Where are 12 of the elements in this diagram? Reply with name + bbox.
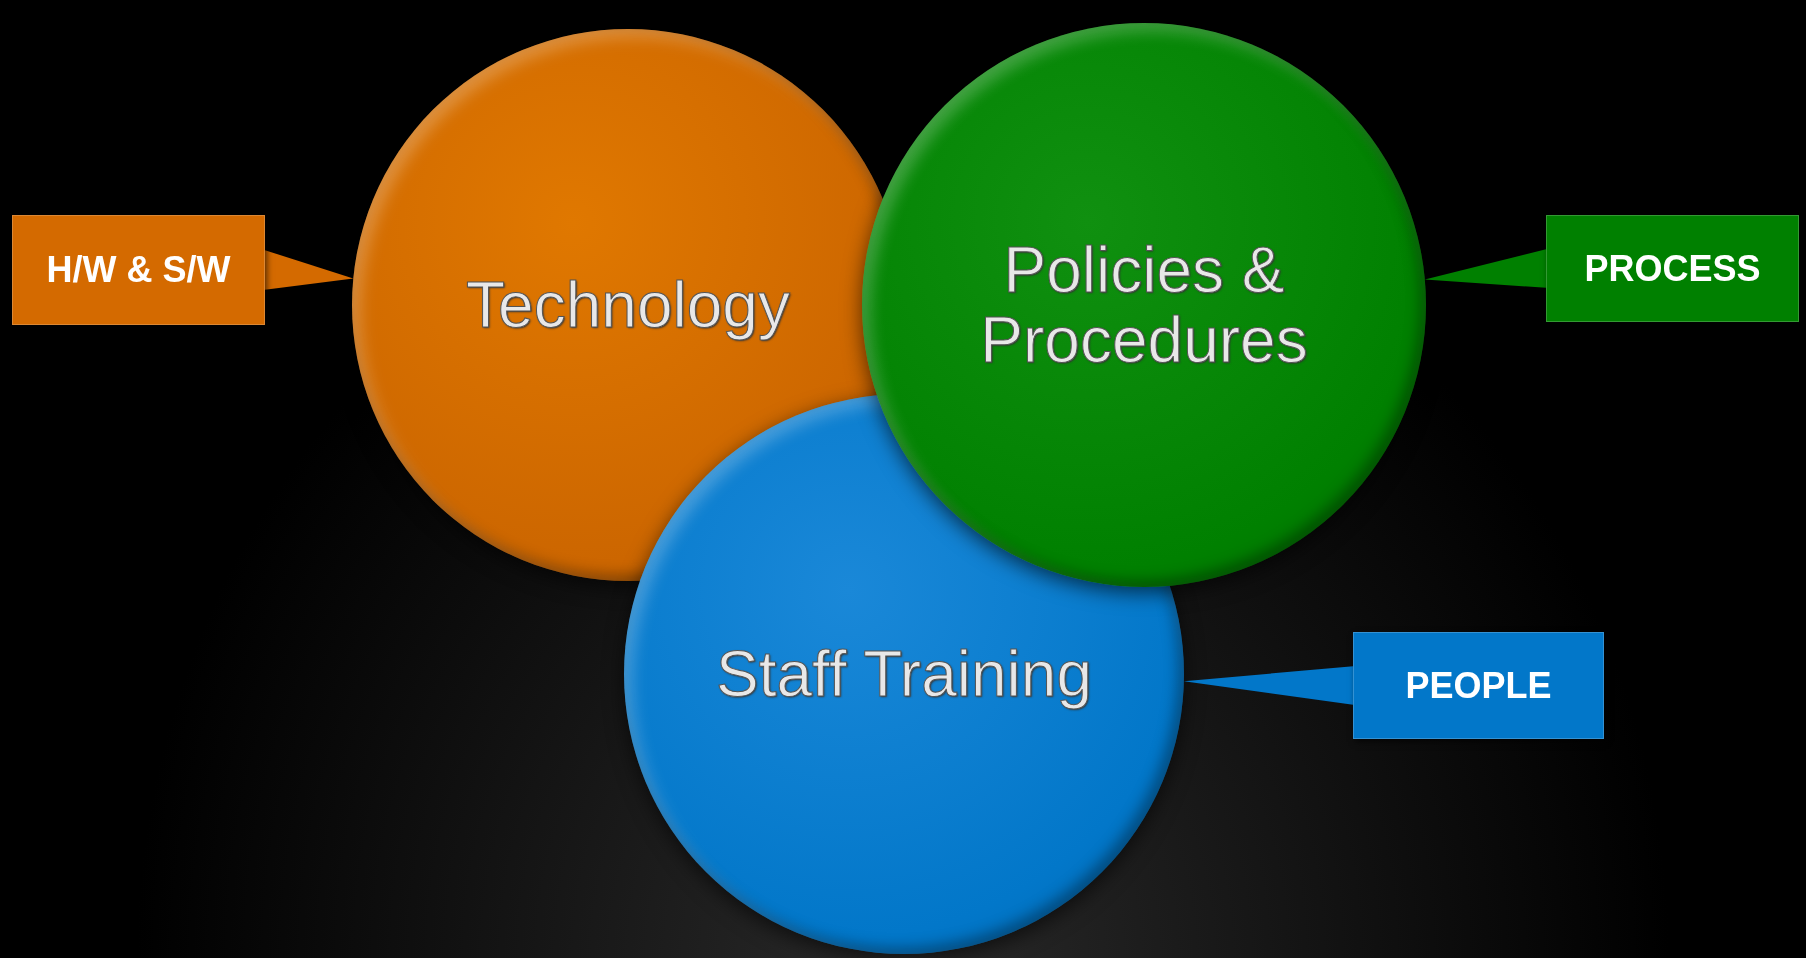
callout-label: PROCESS — [1584, 247, 1761, 290]
callout-box — [12, 215, 265, 325]
circle-label: Policies & Procedures — [979, 234, 1309, 376]
circle-label: Technology — [466, 269, 790, 341]
callout-pointer — [1424, 249, 1546, 288]
callout-pointer — [1183, 666, 1353, 705]
callout-pointer — [265, 250, 354, 290]
circle-label: Staff Training — [716, 638, 1092, 710]
callout-box — [1546, 215, 1799, 322]
callout-label: PEOPLE — [1405, 664, 1552, 707]
callout-box — [1353, 632, 1604, 739]
callout-label: H/W & S/W — [46, 249, 231, 291]
